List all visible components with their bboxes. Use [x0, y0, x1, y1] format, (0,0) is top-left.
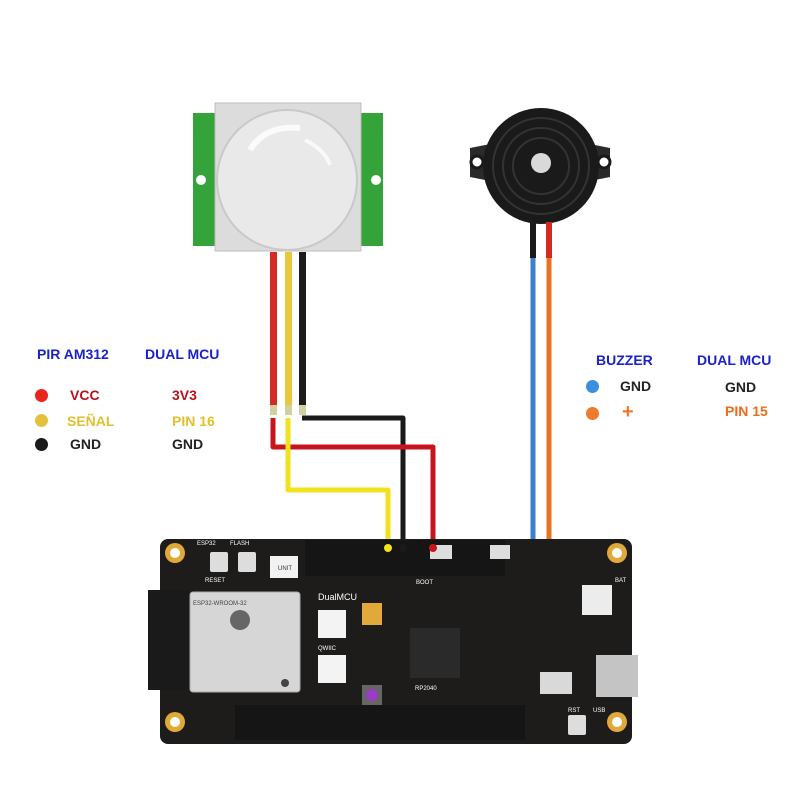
landing-pins — [384, 544, 437, 552]
board-label-bat: BAT — [615, 578, 627, 584]
legend-mcu-gnd: GND — [172, 436, 204, 452]
wire-pir-vcc — [270, 418, 436, 546]
board-label-rst: RST — [568, 708, 580, 714]
buzzer-leads — [530, 222, 552, 258]
pir-leads — [270, 252, 306, 415]
buzzer-header: BUZZER — [596, 352, 653, 368]
flash-button — [238, 552, 256, 572]
buzzer-mcu-header: DUAL MCU — [697, 352, 772, 368]
pir-mount-hole-left — [196, 175, 206, 185]
dualmcu-board — [148, 539, 638, 744]
legend-pin-signal: SEÑAL — [67, 413, 115, 429]
board-label-flash: FLASH — [230, 541, 249, 547]
legend-pin-gnd: GND — [70, 436, 102, 452]
legend-dot-buzzer-pos — [586, 407, 599, 420]
unit-logo — [270, 556, 298, 578]
legend-buzzer-pin-gnd: GND — [620, 378, 652, 394]
module-label: ESP32-WROOM-32 — [193, 601, 247, 607]
legend-mcu-pin16: PIN 16 — [172, 413, 215, 429]
board-pcb — [160, 539, 632, 744]
board-antenna — [148, 590, 193, 690]
board-label-qwiic: QWIIC — [318, 646, 337, 652]
legend-dot-buzzer-gnd — [586, 380, 599, 393]
pir-lead-signal — [285, 252, 292, 410]
wire-pir-gnd — [302, 415, 406, 546]
board-label-boot: BOOT — [416, 580, 433, 586]
pir-header: PIR AM312 — [37, 346, 109, 362]
legend-dot-signal — [35, 414, 48, 427]
buzzer-hole — [531, 153, 551, 173]
legend-buzzer-pin-pos: + — [622, 401, 634, 423]
legend-buzzer-mcu-pin15: PIN 15 — [725, 403, 768, 419]
board-name-label: DualMCU — [318, 592, 357, 602]
pir-lead-gnd — [299, 252, 306, 410]
legend-mcu-3v3: 3V3 — [172, 387, 197, 403]
reset-button — [210, 552, 228, 572]
usb-connector — [596, 655, 638, 697]
legend-dot-gnd — [35, 438, 48, 451]
board-label-reset: RESET — [205, 578, 225, 584]
board-label-esp32: ESP32 — [197, 541, 216, 547]
rp2040-chip — [410, 628, 460, 678]
legend-dot-vcc — [35, 389, 48, 402]
pir-dome-shine — [247, 124, 301, 152]
battery-connector — [582, 585, 612, 615]
power-switch — [540, 672, 572, 694]
legend-buzzer-mcu-gnd: GND — [725, 379, 757, 395]
board-label-rp2040: RP2040 — [415, 686, 437, 692]
board-label-unit: UNIT — [278, 566, 292, 572]
wire-pir-signal — [285, 418, 391, 546]
pir-lead-vcc — [270, 252, 277, 410]
buzzer — [469, 108, 612, 224]
pir-sensor — [193, 102, 383, 252]
pir-dome — [216, 109, 358, 251]
esp32-module — [189, 591, 301, 693]
pir-mcu-header: DUAL MCU — [145, 346, 220, 362]
pir-mount-hole-right — [371, 175, 381, 185]
board-label-usb: USB — [593, 708, 605, 714]
bottom-header — [235, 705, 525, 740]
legend-pin-vcc: VCC — [70, 387, 100, 403]
